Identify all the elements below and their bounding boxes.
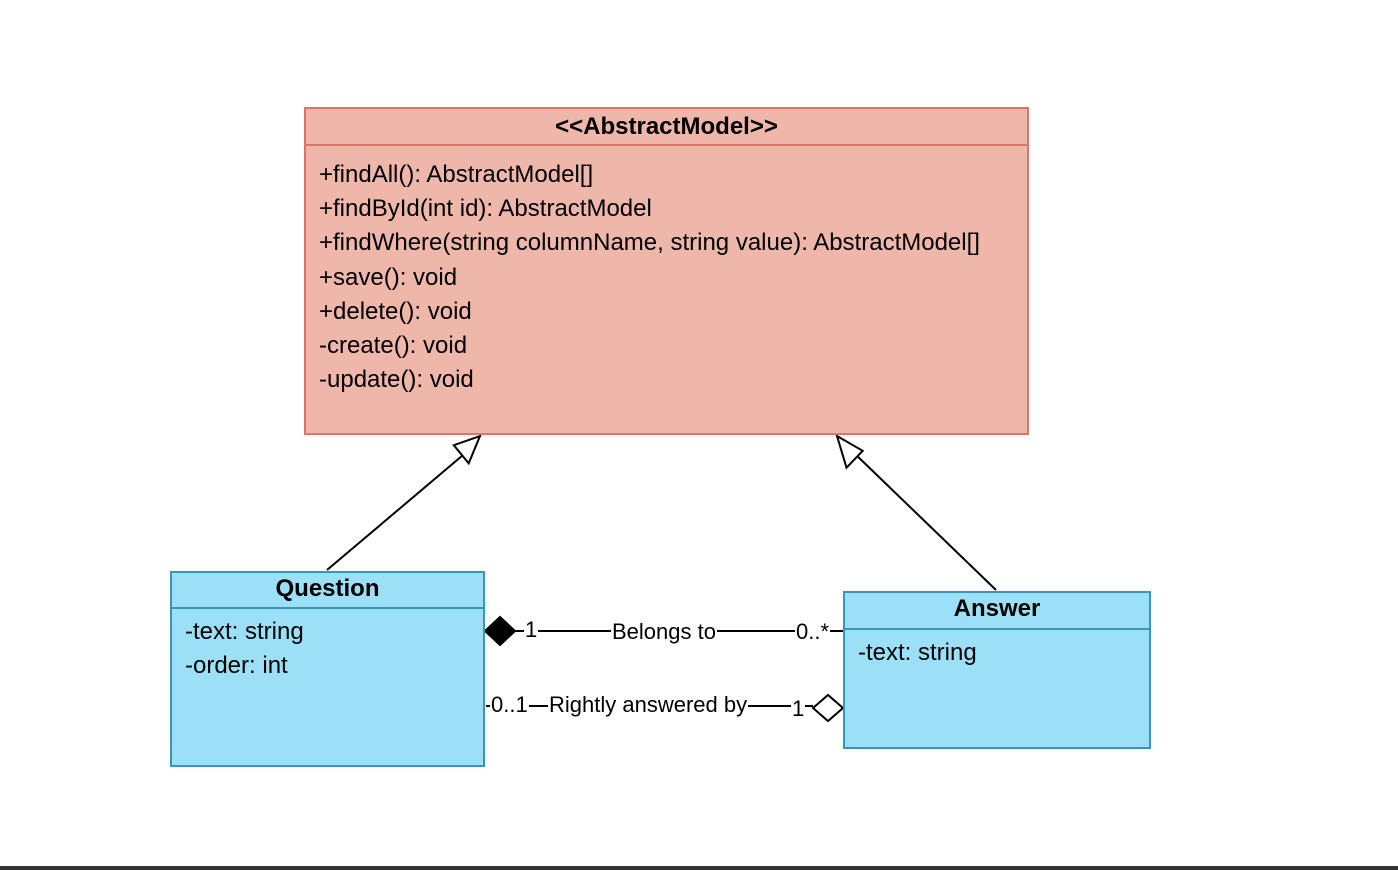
belongs-to-question-multiplicity: 1 [524, 617, 539, 642]
answer-attributes: -text: string [845, 630, 1149, 747]
inheritance-line-question[interactable] [326, 449, 470, 571]
method-save: +save(): void [319, 263, 458, 291]
attribute-order: -order: int [185, 652, 288, 680]
abstract-model-class[interactable]: <<AbstractModel>> +findAll(): AbstractMo… [304, 107, 1029, 435]
composition-diamond [483, 615, 517, 647]
attribute-text: -text: string [858, 639, 977, 666]
method-create: -create(): void [319, 331, 468, 359]
inheritance-line-answer[interactable] [851, 450, 997, 591]
method-find-by-id: +findById(int id): AbstractModel [319, 195, 652, 223]
inheritance-arrowhead-answer [835, 433, 865, 470]
rightly-answered-by-label: Rightly answered by [548, 692, 749, 717]
method-find-where: +findWhere(string columnName, string val… [319, 229, 980, 257]
answer-class[interactable]: Answer -text: string [843, 591, 1151, 749]
attribute-text: -text: string [185, 618, 304, 645]
aggregation-diamond [811, 693, 845, 723]
method-find-all: +findAll(): AbstractModel[] [319, 161, 594, 188]
rightly-answered-answer-multiplicity: 1 [791, 696, 806, 721]
inheritance-arrowhead-question [452, 434, 482, 466]
question-attributes: -text: string -order: int [172, 609, 483, 765]
answer-class-title: Answer [845, 593, 1149, 630]
belongs-to-label: Belongs to [611, 619, 717, 644]
belongs-to-answer-multiplicity: 0..* [795, 619, 831, 644]
bottom-divider [0, 866, 1398, 870]
method-delete: +delete(): void [319, 297, 472, 325]
abstract-model-methods: +findAll(): AbstractModel[] +findById(in… [306, 146, 1027, 433]
question-class[interactable]: Question -text: string -order: int [170, 571, 485, 767]
rightly-answered-question-multiplicity: 0..1 [490, 692, 529, 717]
method-update: -update(): void [319, 366, 474, 394]
abstract-model-class-title: <<AbstractModel>> [306, 109, 1027, 146]
question-class-title: Question [172, 573, 483, 609]
